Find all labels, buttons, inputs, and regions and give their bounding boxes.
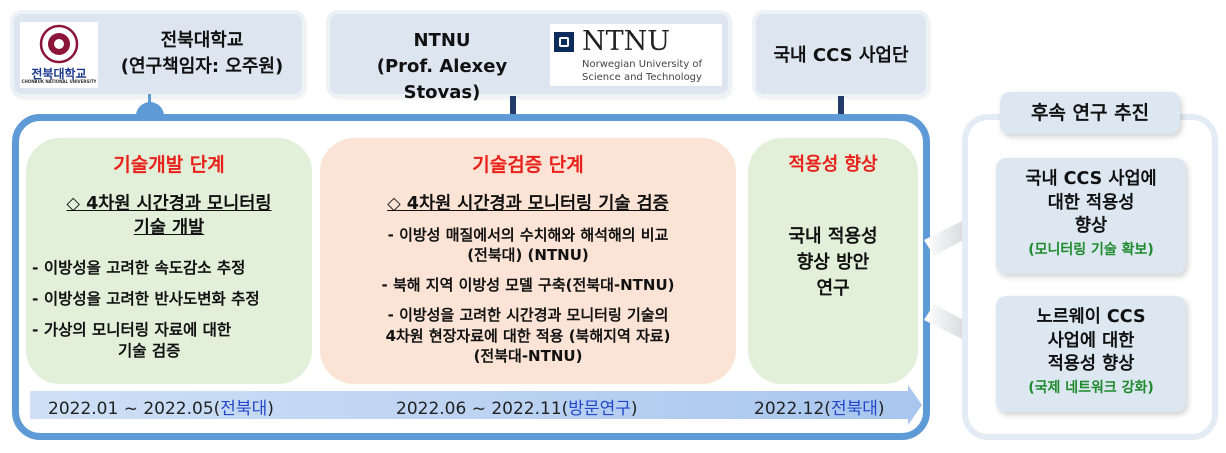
stage-verify-heading: ◇ 4차원 시간경과 모니터링 기술 검증 — [387, 194, 669, 214]
stage-verify-b1a: - 이방성 매질에서의 수치해와 해석해의 비교 — [387, 225, 669, 244]
stage-dev-heading2: 기술 개발 — [133, 217, 205, 238]
stage-dev-bullet-2: - 이방성을 고려한 반사도변화 추정 — [32, 290, 260, 309]
jbnu-name: 전북대학교 — [160, 30, 244, 51]
jbnu-logo-text: 전북대학교 — [31, 67, 87, 81]
ntnu-prof: (Prof. Alexey Stovas) — [376, 56, 508, 104]
followup-title: 후속 연구 추진 — [1030, 102, 1150, 124]
followup-title-box: 후속 연구 추진 — [1000, 92, 1180, 134]
stage-apply: 적용성 향상 국내 적용성 향상 방안 연구 — [748, 138, 918, 384]
followup-box-1-l1: 국내 CCS 사업에 — [1025, 169, 1157, 189]
timeline-arrowhead-icon — [908, 385, 922, 425]
timeline-1-org: 전북대 — [220, 399, 268, 419]
stage-verify: 기술검증 단계 ◇ 4차원 시간경과 모니터링 기술 검증 - 이방성 매질에서… — [320, 138, 736, 384]
followup-box-2-l3: 적용성 향상 — [1047, 354, 1135, 375]
timeline-period-2: 2022.06 ~ 2022.11(방문연구) — [396, 394, 638, 419]
jbnu-pi: (연구책임자: 오주원) — [120, 56, 284, 78]
jbnu-box: 전북대학교 CHONBUK NATIONAL UNIVERSITY 전북대학교 … — [14, 14, 302, 94]
timeline-2-date: 2022.06 ~ 2022.11( — [396, 399, 569, 419]
timeline-period-3: 2022.12(전북대) — [754, 394, 885, 419]
stage-dev-title: 기술개발 단계 — [113, 154, 225, 176]
stage-apply-l3: 연구 — [816, 278, 850, 300]
stage-verify-b3a: - 이방성을 고려한 시간경과 모니터링 기술의 — [387, 306, 669, 325]
followup-box-2-sub: (국제 네트워크 강화) — [1028, 379, 1154, 396]
stage-dev-bullet-3: - 가상의 모니터링 자료에 대한 — [32, 321, 232, 340]
ntnu-logo-text: NTNU — [582, 26, 671, 57]
ntnu-box: NTNU (Prof. Alexey Stovas) NTNU Norwegia… — [330, 14, 728, 103]
ccs-box: 국내 CCS 사업단 — [756, 14, 926, 94]
followup-box-2-l2: 사업에 대한 — [1047, 330, 1135, 351]
timeline-bar — [30, 391, 910, 419]
timeline-3-end: ) — [877, 399, 885, 419]
timeline-3-date: 2022.12( — [754, 399, 831, 419]
followup-box-1-sub: (모니터링 기술 확보) — [1028, 241, 1154, 258]
followup-box-2: 노르웨이 CCS 사업에 대한 적용성 향상 (국제 네트워크 강화) — [996, 296, 1186, 412]
ntnu-logo-sub1: Norwegian University of — [582, 59, 703, 70]
timeline-period-1: 2022.01 ~ 2022.05(전북대) — [48, 394, 274, 419]
timeline-3-org: 전북대 — [830, 399, 878, 419]
stage-verify-b1b: (전북대) (NTNU) — [467, 245, 589, 264]
timeline-2-org: 방문연구 — [568, 399, 631, 419]
followup-box-1: 국내 CCS 사업에 대한 적용성 향상 (모니터링 기술 확보) — [996, 158, 1186, 274]
stage-apply-title: 적용성 향상 — [788, 154, 878, 175]
stage-dev: 기술개발 단계 ◇ 4차원 시간경과 모니터링 기술 개발 - 이방성을 고려한… — [26, 138, 312, 384]
stage-verify-title: 기술검증 단계 — [472, 154, 584, 176]
stage-apply-l2: 향상 방안 — [796, 252, 870, 274]
stage-dev-bullet-3b: 기술 검증 — [118, 342, 181, 361]
followup-box-1-l2: 대한 적용성 — [1047, 192, 1135, 213]
stage-apply-l1: 국내 적용성 — [788, 226, 878, 247]
stage-dev-heading1: ◇ 4차원 시간경과 모니터링 — [66, 194, 272, 214]
jbnu-logo: 전북대학교 CHONBUK NATIONAL UNIVERSITY — [20, 22, 98, 88]
jbnu-logo-sub: CHONBUK NATIONAL UNIVERSITY — [21, 79, 97, 84]
stage-verify-b3c: (전북대-NTNU) — [473, 346, 583, 365]
timeline-2-end: ) — [630, 399, 638, 419]
ntnu-name: NTNU — [413, 30, 471, 51]
stage-dev-bullet-1: - 이방성을 고려한 속도감소 추정 — [32, 259, 246, 278]
stage-verify-b2: - 북해 지역 이방성 모델 구축(전북대-NTNU) — [381, 276, 675, 295]
ntnu-logo: NTNU Norwegian University of Science and… — [550, 24, 722, 86]
jbnu-emblem-icon — [39, 24, 79, 64]
ntnu-square-icon — [554, 32, 574, 52]
followup-box-1-l3: 향상 — [1074, 216, 1108, 237]
timeline-1-date: 2022.01 ~ 2022.05( — [48, 399, 221, 419]
followup-box-2-l1: 노르웨이 CCS — [1036, 307, 1146, 327]
ccs-label: 국내 CCS 사업단 — [773, 45, 909, 66]
stage-verify-b3b: 4차원 현장자료에 대한 적용 (북해지역 자료) — [385, 326, 671, 345]
timeline-1-end: ) — [267, 399, 274, 419]
ntnu-logo-sub2: Science and Technology — [582, 71, 702, 83]
